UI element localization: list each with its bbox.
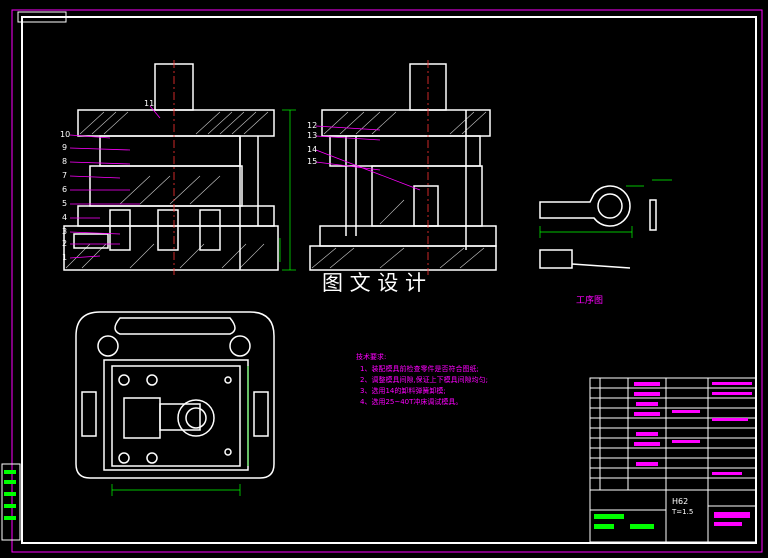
- balloon-9: 9: [62, 143, 67, 152]
- tech-note-2: 2、调整模具间隙,保证上下模具间隙均匀;: [360, 375, 488, 384]
- parts-list-fills: [634, 382, 752, 475]
- side-revision-block: [1, 463, 21, 541]
- tech-note-4: 4、选用25~40T冲床调试模具。: [360, 397, 462, 406]
- material-text: H62: [672, 497, 688, 506]
- tech-notes: 技术要求: 1、装配模具前检查零件是否符合图纸; 2、调整模具间隙,保证上下模具…: [356, 352, 488, 406]
- tech-note-3: 3、选用14的卸料弹簧卸模;: [360, 386, 446, 395]
- front-section-view: [63, 63, 279, 271]
- process-label: 工序图: [576, 294, 603, 306]
- title-block-fills: [594, 512, 750, 529]
- balloon-4: 4: [62, 213, 67, 222]
- balloon-14: 14: [307, 145, 317, 154]
- balloon-7: 7: [62, 171, 67, 180]
- sheet-border-outer: [11, 9, 763, 553]
- side-hatch: [311, 111, 487, 269]
- plan-view: [75, 311, 275, 479]
- title-block: [589, 489, 757, 543]
- balloon-1: 1: [62, 253, 67, 262]
- front-dims: [279, 109, 296, 271]
- balloon-12: 12: [307, 121, 317, 130]
- thickness-text: T=1.5: [671, 508, 693, 516]
- tech-note-1: 1、装配模具前检查零件是否符合图纸;: [360, 364, 479, 373]
- parts-list: [589, 377, 757, 491]
- balloon-10: 10: [60, 130, 70, 139]
- balloon-5: 5: [62, 199, 67, 208]
- balloon-11: 11: [144, 99, 154, 108]
- front-balloons: 11 10 9 8 7 6 5 4 3 2 1: [60, 99, 161, 262]
- sheet-border-inner: [21, 16, 757, 544]
- side-balloons: 12 13 14 15: [307, 121, 421, 191]
- tech-notes-title: 技术要求:: [356, 352, 386, 361]
- balloon-13: 13: [307, 131, 317, 140]
- balloon-6: 6: [62, 185, 67, 194]
- front-hatch: [65, 111, 269, 269]
- process-dims: [539, 179, 672, 238]
- side-section-view: [309, 63, 497, 271]
- top-tab: [17, 11, 67, 23]
- watermark-text: 图 文 设 计: [322, 271, 426, 295]
- balloon-15: 15: [307, 157, 317, 166]
- process-part-drawing: [539, 185, 657, 269]
- plan-dims: [111, 366, 249, 496]
- balloon-8: 8: [62, 157, 67, 166]
- balloon-3: 3: [62, 227, 67, 236]
- balloon-2: 2: [62, 239, 67, 248]
